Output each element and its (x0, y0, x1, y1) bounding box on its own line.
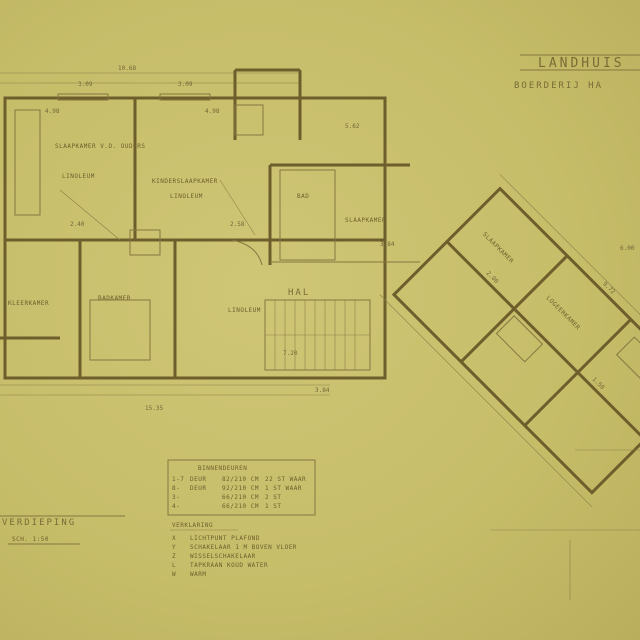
dim-d1: 4.98 (45, 108, 60, 115)
symbol-legend-mark: Y (172, 544, 176, 551)
dim-d7: 3.84 (315, 387, 330, 394)
dim-d9: 6.00 (620, 245, 635, 252)
door-legend-cell: 1 ST (265, 503, 281, 510)
title-main: LANDHUIS (538, 56, 625, 71)
main-block (0, 68, 420, 396)
label-bedroom: SLAAPKAMER (345, 217, 386, 224)
symbol-legend-text: SCHAKELAAR 1 M BOVEN VLOER (190, 544, 297, 551)
symbol-legend-text: LICHTPUNT PLAFOND (190, 535, 260, 542)
door-legend-cell: 92/210 CM (222, 485, 259, 492)
label-bathroom: BADKAMER (98, 295, 131, 302)
floor-name: VERDIEPING (2, 518, 76, 528)
symbol-legend-heading: VERKLARING (172, 522, 213, 529)
label-hall: HAL (288, 288, 310, 298)
dim-bay-1: 3.09 (78, 81, 93, 88)
label-linoleum-3: LINOLEUM (228, 307, 261, 314)
door-legend-cell: 4- (172, 503, 180, 510)
door-legend-cell: 66/210 CM (222, 503, 259, 510)
dim-d3: 2.40 (70, 221, 85, 228)
floor-scale: SCH. 1:50 (12, 536, 49, 543)
title-block: LANDHUIS BOERDERIJ HA VERDIEPING SCH. 1:… (0, 54, 640, 545)
symbol-legend-mark: L (172, 562, 176, 569)
door-legend-cell: 8- (172, 485, 180, 492)
door-legend-cell: 1 ST WAAR (265, 485, 302, 492)
symbol-legend-text: TAPKRAAN KOUD WATER (190, 562, 268, 569)
label-linoleum-1: LINOLEUM (62, 173, 95, 180)
dim-overall: 10.68 (118, 65, 136, 72)
door-legend-heading: BINNENDEUREN (198, 465, 247, 472)
symbol-legend-text: WISSELSCHAKELAAR (190, 553, 256, 560)
door-legend-cell: 82/210 CM (222, 476, 259, 483)
symbol-legend-mark: Z (172, 553, 176, 560)
dim-right: 5.62 (345, 123, 360, 130)
symbol-legend: VERKLARING X LICHTPUNT PLAFOND Y SCHAKELAAR… (170, 522, 297, 578)
label-wing-room-2: LOGEERKAMER (545, 295, 582, 332)
symbol-legend-mark: X (172, 535, 176, 542)
dim-d4: 3.84 (380, 241, 395, 248)
dim-bay-2: 3.09 (178, 81, 193, 88)
door-legend-cell: 66/210 CM (222, 494, 259, 501)
dim-d5: 7.20 (283, 350, 298, 357)
label-linoleum-2: LINOLEUM (170, 193, 203, 200)
door-legend-cell: 1-7 (172, 476, 184, 483)
door-legend-cell: DEUR (190, 476, 206, 483)
symbol-legend-text: WARM (190, 571, 206, 578)
label-wing-room-1: SLAAPKAMER (481, 231, 515, 265)
label-dressing-room: KLEERKAMER (8, 300, 49, 307)
angled-wing: SLAAPKAMER LOGEERKAMER 9.72 2.00 1.50 (379, 174, 640, 507)
label-parents-bedroom: SLAAPKAMER V.D. OUDERS (55, 143, 145, 150)
title-sub: BOERDERIJ HA (514, 81, 603, 91)
door-legend-cell: 3- (172, 494, 180, 501)
symbol-legend-mark: W (172, 571, 176, 578)
label-bath: BAD (297, 193, 309, 200)
door-legend-cell: 2 ST (265, 494, 281, 501)
staircase (231, 239, 371, 371)
door-legend-cell: DEUR (190, 485, 206, 492)
label-kids-bedroom: KINDERSLAAPKAMER (152, 178, 218, 185)
dim-d6: 2.58 (230, 221, 245, 228)
dim-bottom: 15.35 (145, 405, 163, 412)
door-legend-cell: 22 ST WAAR (265, 476, 306, 483)
dim-d2: 4.98 (205, 108, 220, 115)
